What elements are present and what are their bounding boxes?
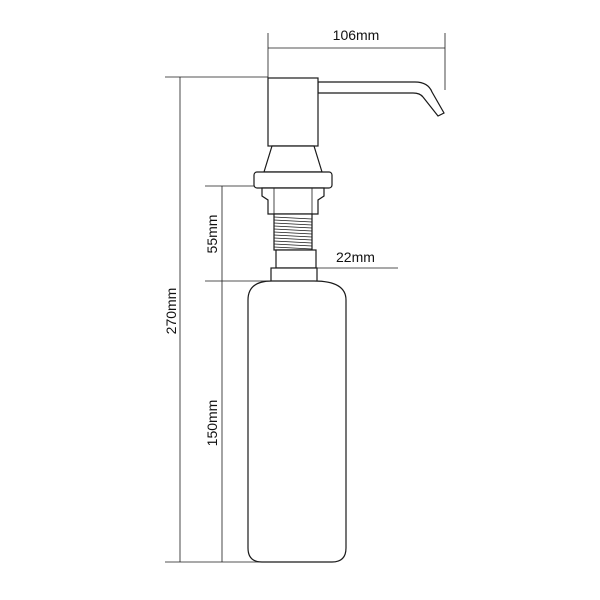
pump-head bbox=[267, 77, 319, 147]
mounting-flange bbox=[253, 171, 333, 189]
mounting-nut bbox=[261, 187, 325, 215]
dimension-55-group: 55mm bbox=[204, 185, 276, 282]
dimension-label-bottle: 150mm bbox=[204, 400, 220, 447]
dimension-270-group: 270mm bbox=[163, 76, 268, 563]
bottle-neck bbox=[275, 249, 317, 269]
thread-lines bbox=[273, 216, 313, 250]
bottle-body bbox=[247, 280, 347, 563]
spout bbox=[317, 81, 445, 117]
dimension-label-width: 106mm bbox=[333, 27, 380, 43]
dimension-label-thread: 55mm bbox=[204, 215, 220, 254]
dimension-150-group: 150mm bbox=[204, 281, 223, 562]
dimension-label-total-height: 270mm bbox=[163, 288, 179, 335]
dimension-label-neck: 22mm bbox=[336, 249, 375, 265]
bottle-cap-ring bbox=[270, 267, 318, 283]
pump-collar bbox=[263, 145, 323, 173]
dispenser-drawing bbox=[247, 77, 445, 563]
dimension-106-group: 106mm bbox=[267, 27, 446, 90]
